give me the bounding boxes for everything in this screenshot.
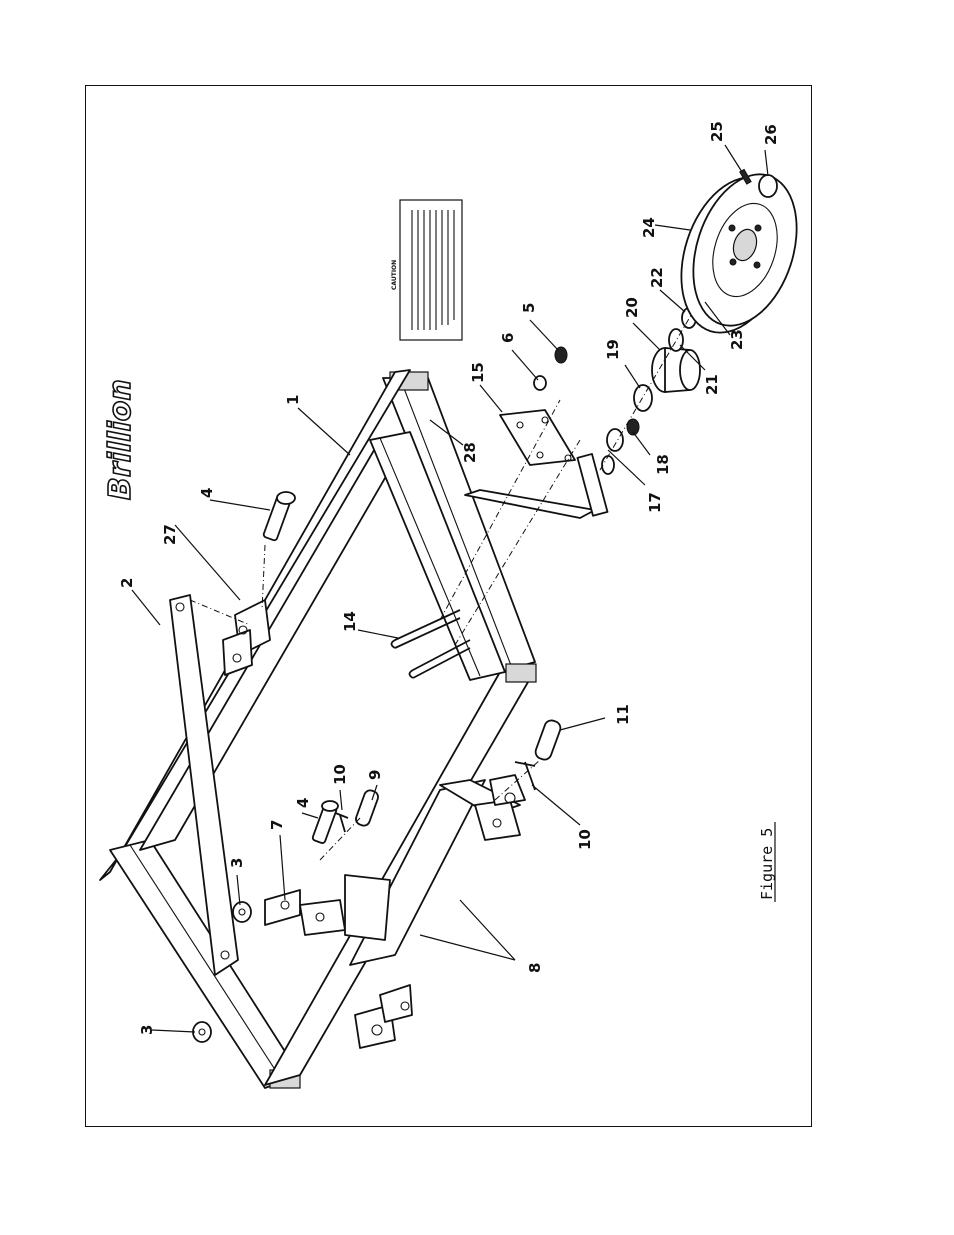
callout-24: 24 <box>640 217 658 238</box>
callout-3a: 3 <box>138 1025 156 1035</box>
callout-6: 6 <box>499 333 517 343</box>
callout-10b: 10 <box>576 829 594 850</box>
callout-27: 27 <box>161 524 179 545</box>
decal-title: CAUTION <box>391 260 398 290</box>
figure-caption: Figure 5 <box>758 828 776 900</box>
callout-11: 11 <box>614 704 632 725</box>
brand-logo: Brillion <box>103 379 138 500</box>
callout-18: 18 <box>654 454 672 475</box>
callout-26: 26 <box>762 124 780 145</box>
callout-19: 19 <box>604 339 622 360</box>
callout-21: 21 <box>703 374 721 395</box>
callout-17: 17 <box>646 492 664 513</box>
callout-7: 7 <box>268 820 286 830</box>
callout-4b: 4 <box>294 798 312 808</box>
callout-1: 1 <box>284 395 302 405</box>
callout-20: 20 <box>623 297 641 318</box>
spindle-assembly <box>465 410 614 518</box>
callout-4a: 4 <box>198 488 216 498</box>
callout-28: 28 <box>461 442 479 463</box>
caution-decal: CAUTION <box>391 200 462 340</box>
callout-10a: 10 <box>331 764 349 785</box>
callout-9: 9 <box>366 770 384 780</box>
callout-22: 22 <box>648 267 666 288</box>
callout-8: 8 <box>526 963 544 973</box>
callout-5: 5 <box>520 303 538 313</box>
callout-3b: 3 <box>228 858 246 868</box>
callout-15: 15 <box>469 362 487 383</box>
callout-2: 2 <box>118 578 136 588</box>
main-frame <box>100 370 536 1088</box>
callout-23: 23 <box>728 329 746 350</box>
callout-25: 25 <box>708 121 726 142</box>
callout-14: 14 <box>341 611 359 632</box>
